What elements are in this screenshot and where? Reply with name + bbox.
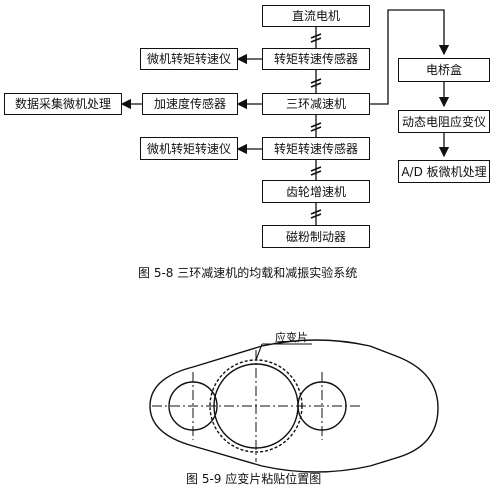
- torque-speed-sensor-top-box: 转矩转速传感器: [262, 48, 370, 70]
- torque-speed-meter-top-box: 微机转矩转速仪: [140, 48, 238, 70]
- figure-5-9-caption: 图 5-9 应变片粘贴位置图: [186, 472, 322, 486]
- magnetic-powder-brake-box: 磁粉制动器: [262, 225, 370, 248]
- figure-5-8-caption: 图 5-8 三环减速机的均载和减振实验系统: [138, 266, 358, 280]
- ad-board-box: A/D 板微机处理: [398, 160, 490, 183]
- data-acquisition-box: 数据采集微机处理: [4, 93, 122, 115]
- dc-motor-box: 直流电机: [262, 5, 370, 27]
- gear-speed-increaser-box: 齿轮增速机: [262, 180, 370, 203]
- bridge-box: 电桥盒: [398, 58, 490, 82]
- three-ring-reducer-box: 三环减速机: [262, 93, 370, 115]
- dynamic-strain-meter-box: 动态电阻应变仪: [398, 110, 490, 133]
- torque-speed-sensor-bottom-box: 转矩转速传感器: [262, 137, 370, 160]
- accelerometer-box: 加速度传感器: [142, 93, 238, 115]
- strain-gauge-label: 应变片: [275, 331, 308, 344]
- torque-speed-meter-bottom-box: 微机转矩转速仪: [140, 137, 238, 160]
